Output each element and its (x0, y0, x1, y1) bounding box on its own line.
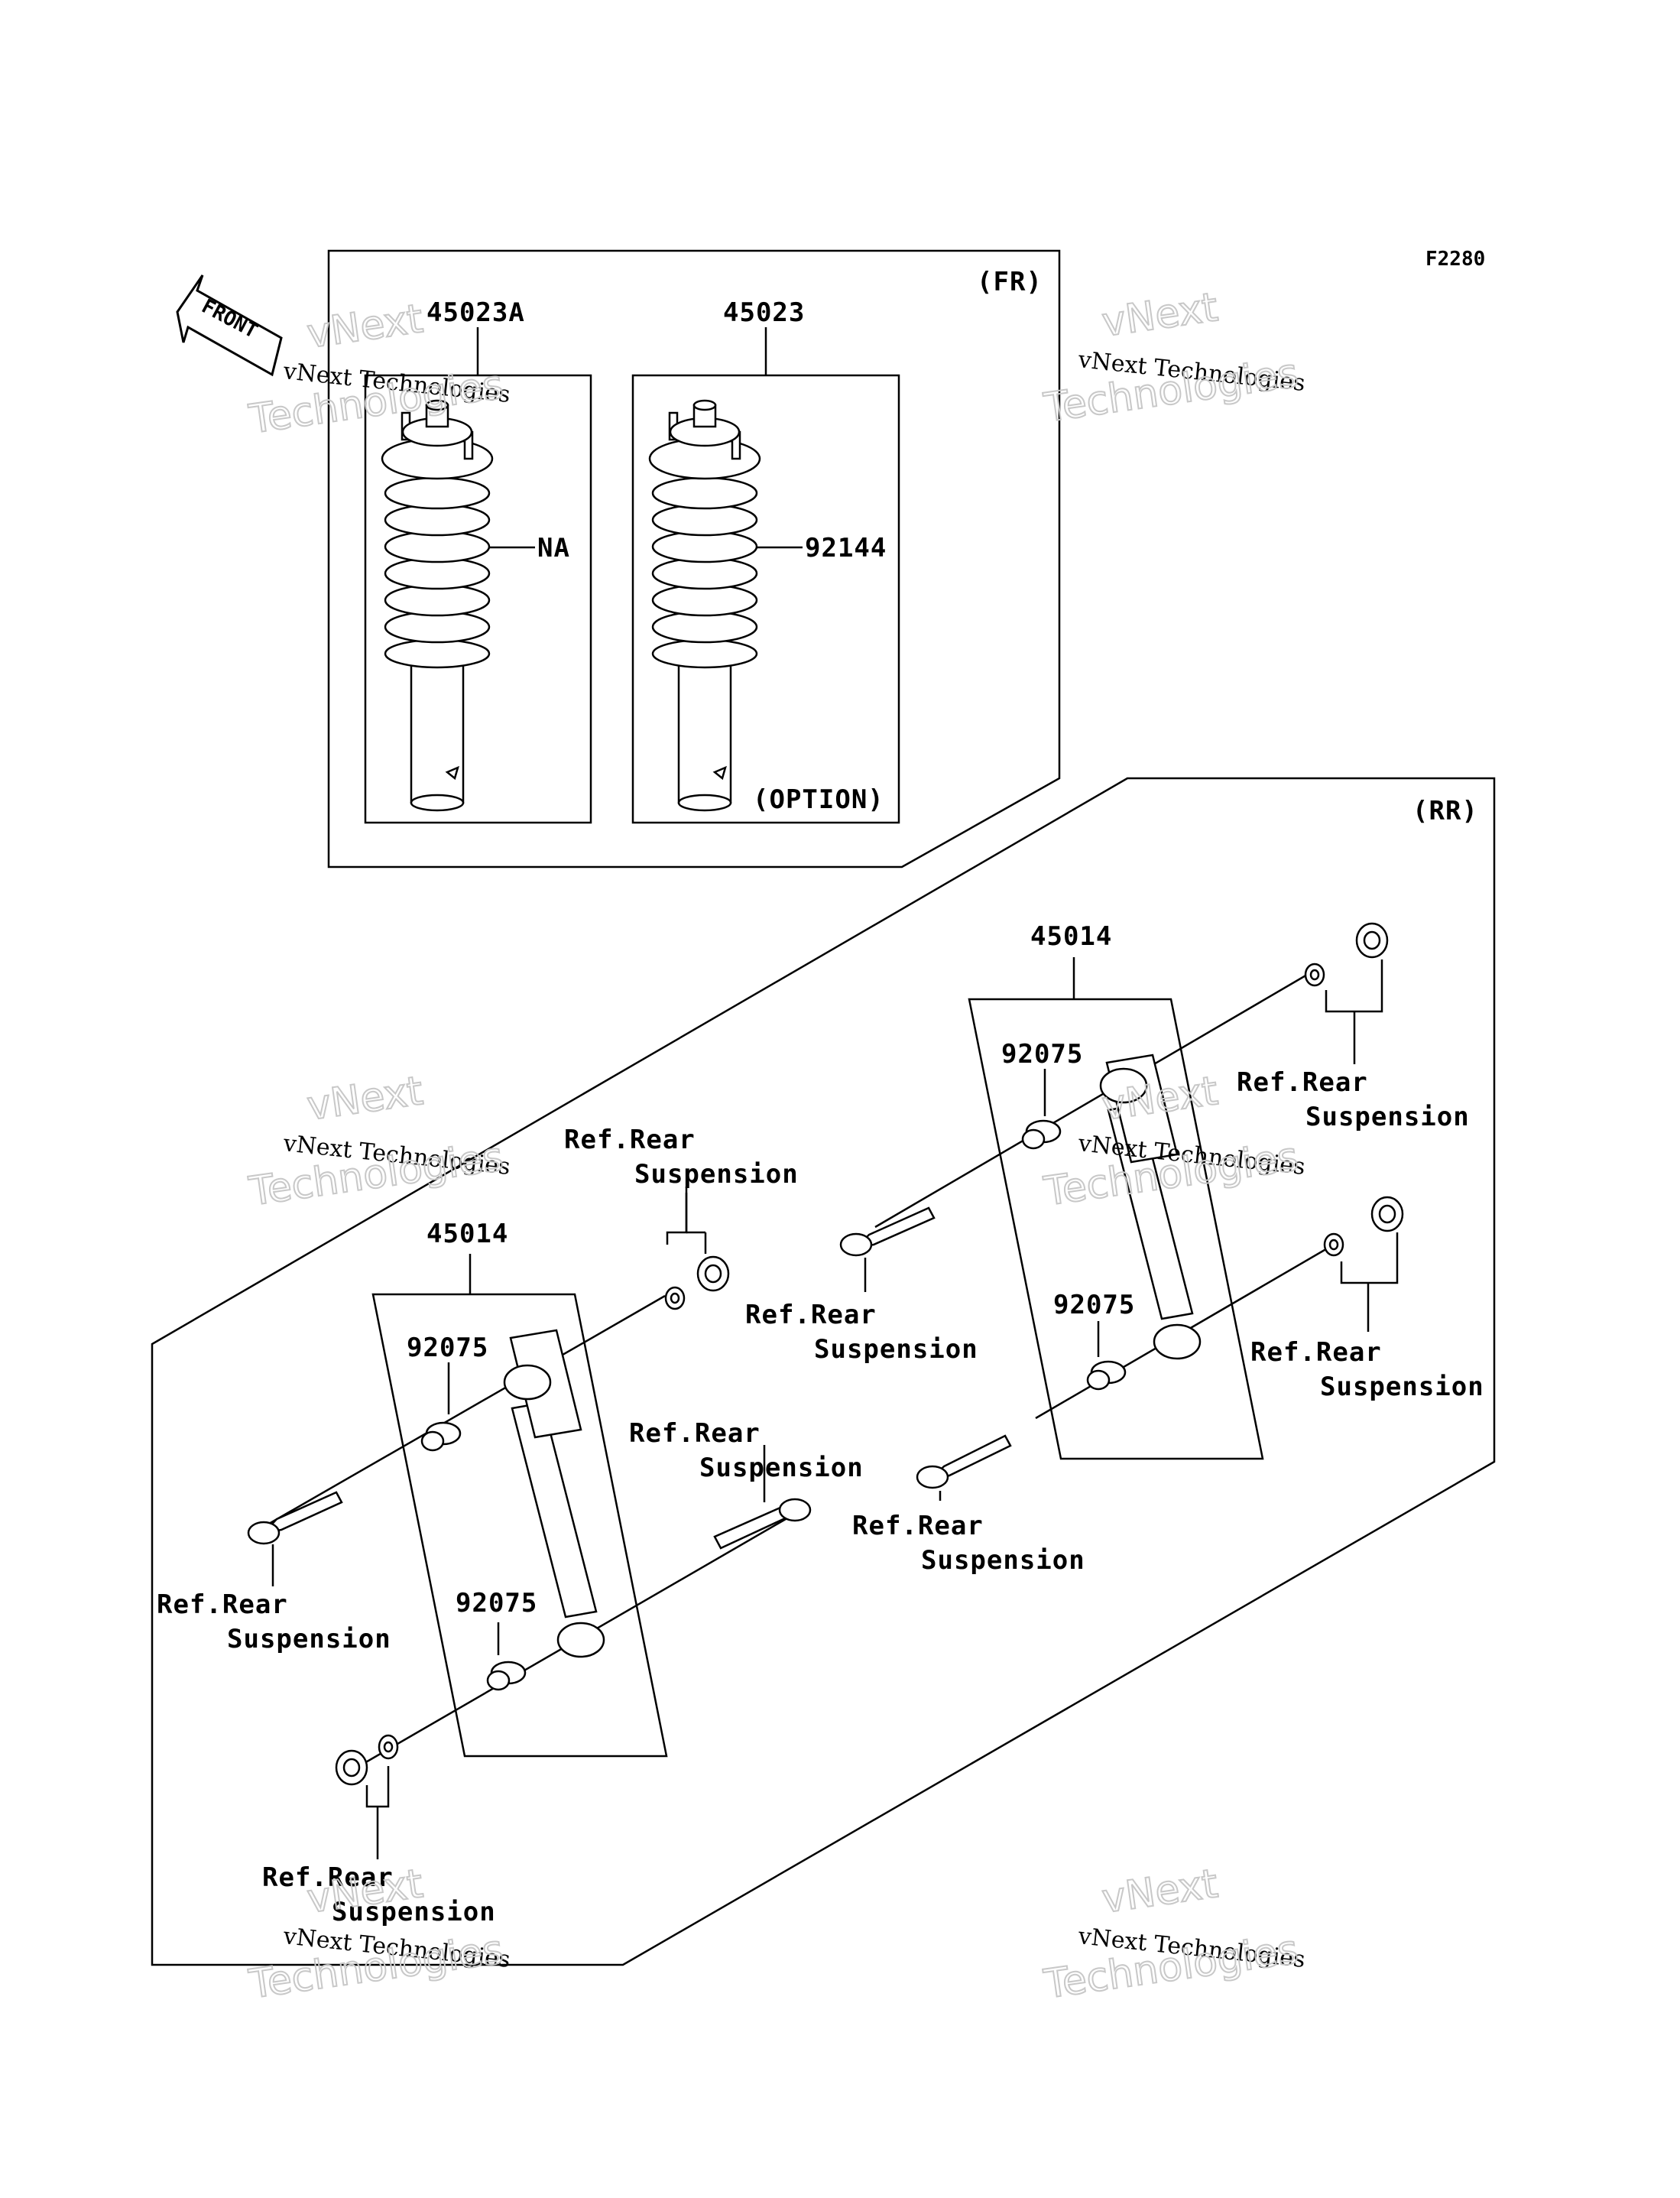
rear-right-top-washer-icon (1304, 963, 1325, 987)
rear-right-top-bolt-ref-1: Ref.Rear (745, 1300, 877, 1330)
rear-right-bottom-ref-1: Ref.Rear (1250, 1337, 1382, 1368)
rear-right-bushing-bottom-label: 92075 (1053, 1290, 1135, 1320)
watermark-5: vNext vNext Technologies Technologies (245, 1860, 511, 2008)
rear-left-top-ref-1: Ref.Rear (564, 1125, 696, 1155)
front-section-frame (327, 249, 1061, 868)
assembly-b-option-note: (OPTION) (753, 784, 884, 815)
rear-right-bottom-nut-icon (1370, 1196, 1404, 1232)
rear-left-shock-icon (503, 1329, 605, 1658)
rear-right-top-nut-icon (1355, 922, 1389, 959)
rear-left-shock-box (371, 1293, 668, 1758)
assembly-b-part-no: 45023 (723, 297, 805, 328)
rear-left-top-ref-2: Suspension (634, 1159, 799, 1190)
front-arrow-icon: FRONT (176, 274, 283, 377)
front-section-label: (FR) (977, 267, 1043, 297)
assembly-a-part-no: 45023A (426, 297, 525, 328)
rear-right-bushing-top-label: 92075 (1001, 1039, 1083, 1070)
rear-right-shock-part-no: 45014 (1030, 921, 1112, 952)
rear-right-bottom-ref-2: Suspension (1320, 1372, 1484, 1402)
rear-right-shock-icon (1099, 1054, 1202, 1360)
rear-right-bushing-top-icon (1021, 1119, 1062, 1150)
rear-left-bolt-ref-1: Ref.Rear (157, 1589, 288, 1620)
svg-text:vNext: vNext (304, 296, 426, 358)
rear-right-bottom-bolt-icon (916, 1434, 1012, 1489)
rear-left-bushing-bottom-icon (486, 1661, 527, 1691)
rear-section-label: (RR) (1412, 796, 1478, 826)
rear-left-bottom-nut-icon (335, 1749, 368, 1786)
rear-right-shock: 45014 92075 92075 (745, 921, 1484, 1576)
rear-left-bolt-ref-2: Suspension (227, 1624, 391, 1654)
watermark-3: vNext vNext Technologies Technologies (245, 1067, 511, 1216)
rear-left-bottom-ref-1: Ref.Rear (262, 1862, 394, 1893)
rear-left-bushing-bottom-label: 92075 (456, 1588, 537, 1618)
rear-left-bottom-ref-2: Suspension (332, 1897, 496, 1927)
rear-right-top-ref-2: Suspension (1305, 1102, 1470, 1132)
rear-section-frame (151, 777, 1496, 1966)
rear-left-bottom-washer-icon (378, 1734, 399, 1760)
rear-right-shock-box (968, 998, 1264, 1460)
rear-right-bottom-bolt-ref-2: Suspension (921, 1545, 1085, 1576)
watermarks: vNext vNext Technologies Technologies vN… (245, 284, 1306, 2008)
rear-middle-bolt-ref-1: Ref.Rear (629, 1418, 761, 1449)
front-shock-icon (381, 399, 494, 812)
front-shock-option-icon (648, 399, 761, 812)
rear-middle-bolt-icon (713, 1498, 812, 1550)
watermark-2: vNext vNext Technologies Technologies (1040, 284, 1306, 432)
svg-text:vNext: vNext (1099, 284, 1221, 346)
front-shock-assembly-b: 45023 (631, 297, 900, 824)
rear-right-bottom-washer-icon (1323, 1232, 1344, 1257)
rear-section: (RR) 45014 92075 (151, 777, 1496, 1966)
front-section: (FR) 45023A (327, 249, 1061, 868)
rear-right-top-ref-1: Ref.Rear (1237, 1067, 1368, 1098)
rear-left-bushing-top-icon (420, 1421, 462, 1452)
rear-left-bolt-icon (247, 1491, 343, 1545)
rear-right-top-bolt-ref-2: Suspension (814, 1334, 978, 1365)
rear-left-shock: 45014 92075 92075 (157, 1125, 864, 1927)
rear-right-top-bolt-icon (839, 1206, 936, 1257)
assembly-b-spring-label: 92144 (805, 533, 887, 563)
rear-left-bushing-top-label: 92075 (407, 1333, 488, 1363)
rear-middle-bolt-ref-2: Suspension (699, 1453, 864, 1483)
watermark-6: vNext vNext Technologies Technologies (1040, 1860, 1306, 2008)
rear-left-shock-part-no: 45014 (426, 1219, 508, 1249)
rear-right-bushing-bottom-icon (1086, 1360, 1127, 1391)
assembly-a-spring-label: NA (537, 533, 570, 563)
diagram-code: F2280 (1425, 248, 1485, 271)
rear-left-top-nut-icon (696, 1255, 730, 1292)
front-shock-assembly-a: 45023A (364, 297, 592, 824)
rear-right-bottom-bolt-ref-1: Ref.Rear (852, 1511, 984, 1541)
svg-text:vNext: vNext (1099, 1861, 1221, 1923)
svg-text:vNext: vNext (304, 1068, 426, 1130)
rear-left-top-washer-icon (664, 1286, 686, 1310)
